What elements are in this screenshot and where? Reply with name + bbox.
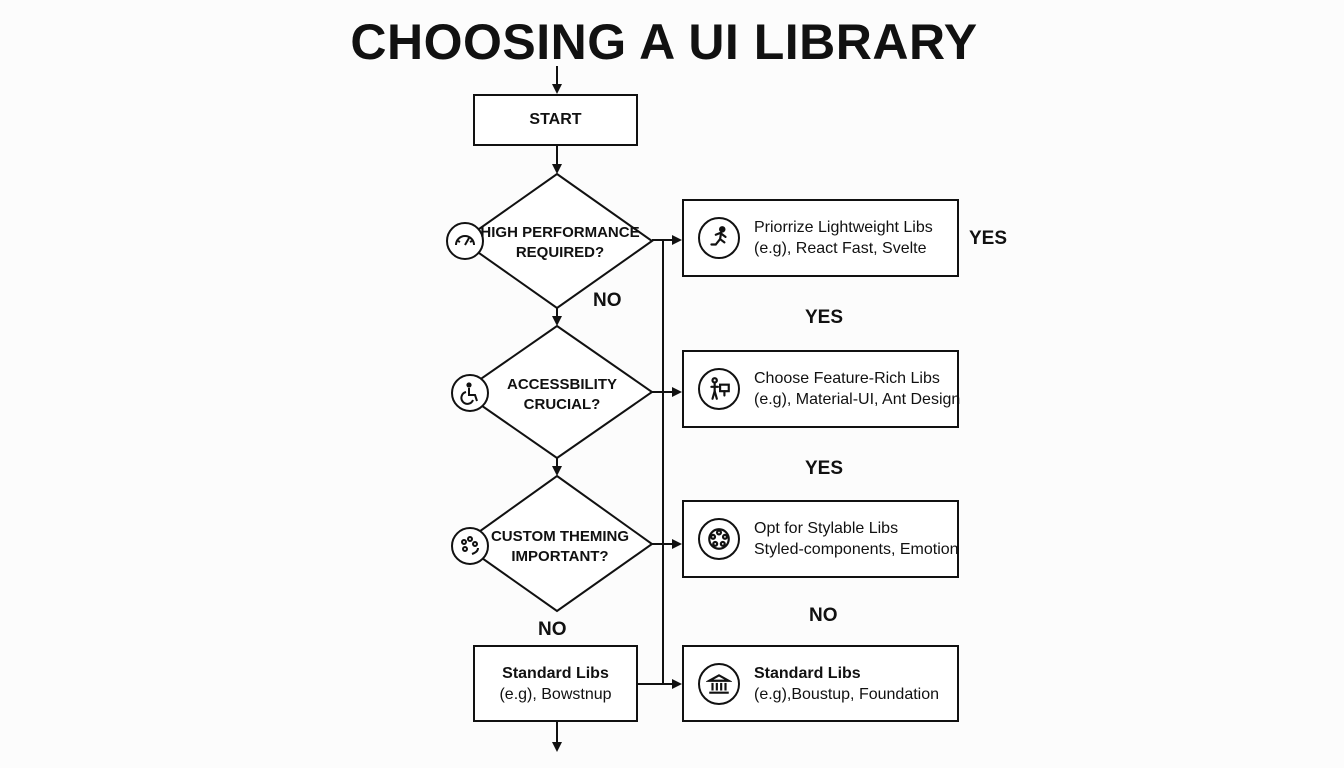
runner-icon	[698, 217, 740, 259]
outcome-1-text: Priorrize Lightweight Libs (e.g), React …	[754, 219, 933, 257]
diagram-title: CHOOSING A UI LIBRARY	[350, 14, 978, 70]
start-node: START	[473, 94, 638, 146]
person-desk-icon	[698, 368, 740, 410]
decision-1-label: HIGH PERFORMANCE REQUIRED?	[480, 224, 640, 261]
label-yes-2: YES	[805, 307, 844, 328]
standard-libs-left-node: Standard Libs (e.g), Bowstnup	[473, 645, 638, 722]
outcome-stylable-libs: Opt for Stylable Libs Styled-components,…	[682, 500, 959, 578]
decision-3-label: CUSTOM THEMING IMPORTANT?	[490, 528, 630, 565]
outcome-2-text: Choose Feature-Rich Libs (e.g), Material…	[754, 370, 961, 408]
wheelchair-icon	[451, 374, 489, 412]
label-no-1: NO	[593, 290, 622, 311]
outcome-lightweight-libs: Priorrize Lightweight Libs (e.g), React …	[682, 199, 959, 277]
speedometer-icon	[446, 222, 484, 260]
outcome-4-text: Standard Libs (e.g),Boustup, Foundation	[754, 664, 940, 703]
decision-diamond-1	[460, 172, 654, 310]
decision-2-label: ACCESSBILITY CRUCIAL?	[506, 376, 617, 413]
decision-diamond-3	[460, 474, 654, 613]
label-no-right: NO	[809, 605, 838, 626]
label-yes-1: YES	[969, 228, 1008, 249]
bank-icon	[698, 662, 740, 705]
color-wheel-icon	[698, 518, 740, 560]
palette-icon	[451, 527, 489, 565]
outcome-3-text: Opt for Stylable Libs Styled-components,…	[754, 520, 959, 558]
outcome-standard-libs-right: Standard Libs (e.g),Boustup, Foundation	[682, 645, 959, 722]
start-label: START	[529, 111, 582, 128]
outcome-feature-rich-libs: Choose Feature-Rich Libs (e.g), Material…	[682, 350, 961, 428]
label-yes-3: YES	[805, 458, 844, 479]
decision-diamond-2	[460, 324, 654, 460]
label-no-3: NO	[538, 619, 567, 640]
